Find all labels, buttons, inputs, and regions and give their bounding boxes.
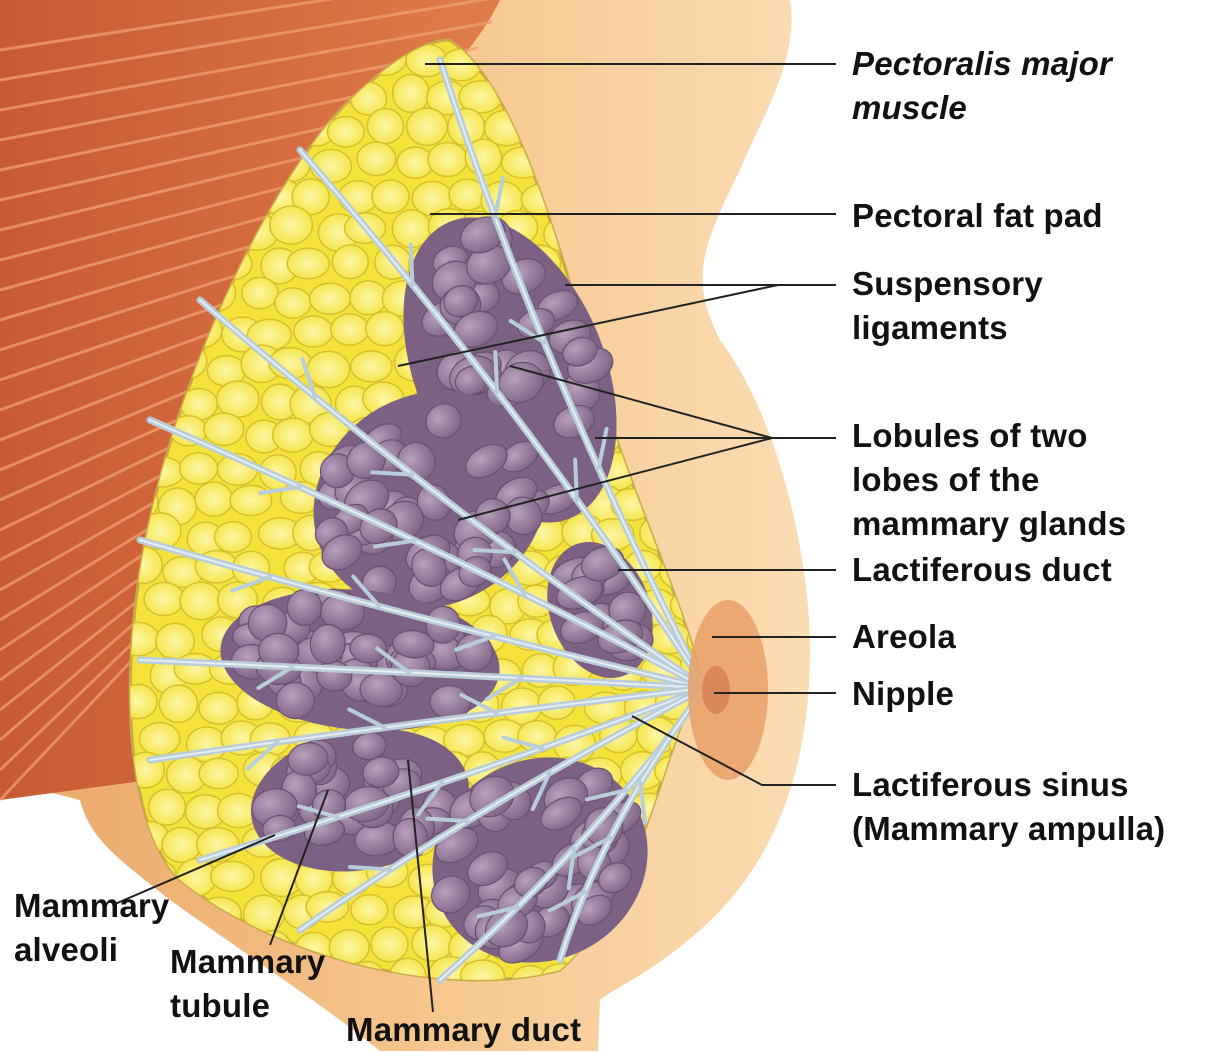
fat-globule — [199, 692, 238, 724]
fat-globule — [215, 522, 252, 553]
fat-globule — [407, 108, 447, 145]
duct-twig — [411, 245, 413, 285]
fat-globule — [273, 418, 313, 452]
fat-globule — [357, 142, 396, 175]
fat-globule — [307, 351, 349, 387]
fat-globule — [367, 109, 403, 144]
fat-globule — [309, 283, 350, 314]
fat-globule — [144, 583, 184, 616]
fat-globule — [149, 789, 186, 825]
fat-globule — [331, 314, 369, 345]
fat-globule — [180, 453, 218, 484]
fat-globule — [350, 281, 387, 315]
fat-globule — [217, 381, 259, 417]
label-nipple: Nipple — [852, 672, 954, 716]
fat-globule — [704, 253, 745, 285]
fat-globule — [159, 685, 197, 722]
fat-globule — [270, 206, 313, 244]
fat-globule — [180, 582, 222, 619]
duct-twig — [350, 867, 390, 869]
duct-twig — [475, 550, 515, 552]
fat-globule — [294, 316, 333, 347]
fat-globule — [371, 927, 408, 962]
fat-globule — [139, 723, 180, 756]
fat-globule — [393, 74, 430, 112]
fat-globule — [242, 277, 278, 308]
fat-globule — [328, 117, 365, 148]
fat-globule — [686, 963, 727, 995]
label-mammary-duct: Mammary duct — [346, 1008, 581, 1052]
fat-globule — [199, 758, 238, 788]
fat-globule — [351, 895, 388, 925]
fat-globule — [366, 312, 404, 346]
fat-globule — [662, 965, 700, 996]
label-lactiferous-duct: Lactiferous duct — [852, 548, 1112, 592]
fat-globule — [162, 827, 201, 862]
fat-globule — [204, 413, 244, 445]
fat-globule — [428, 142, 467, 176]
label-pectoral-fat-pad: Pectoral fat pad — [852, 194, 1103, 238]
fat-globule — [412, 925, 453, 961]
duct-twig — [575, 460, 577, 500]
fat-globule — [372, 180, 409, 213]
fat-globule — [275, 288, 311, 318]
fat-globule — [332, 245, 368, 279]
duct-twig — [495, 352, 497, 392]
label-suspensory-ligaments: Suspensoryligaments — [852, 262, 1043, 350]
label-areola: Areola — [852, 615, 956, 659]
duct-twig — [372, 472, 412, 474]
fat-globule — [287, 248, 329, 279]
duct-twig — [427, 819, 467, 821]
fat-globule — [195, 482, 232, 516]
fat-globule — [351, 351, 392, 382]
label-lactiferous-sinus: Lactiferous sinus(Mammary ampulla) — [852, 763, 1165, 851]
fat-globule — [210, 861, 253, 891]
fat-globule — [710, 928, 747, 959]
fat-globule — [230, 485, 272, 515]
